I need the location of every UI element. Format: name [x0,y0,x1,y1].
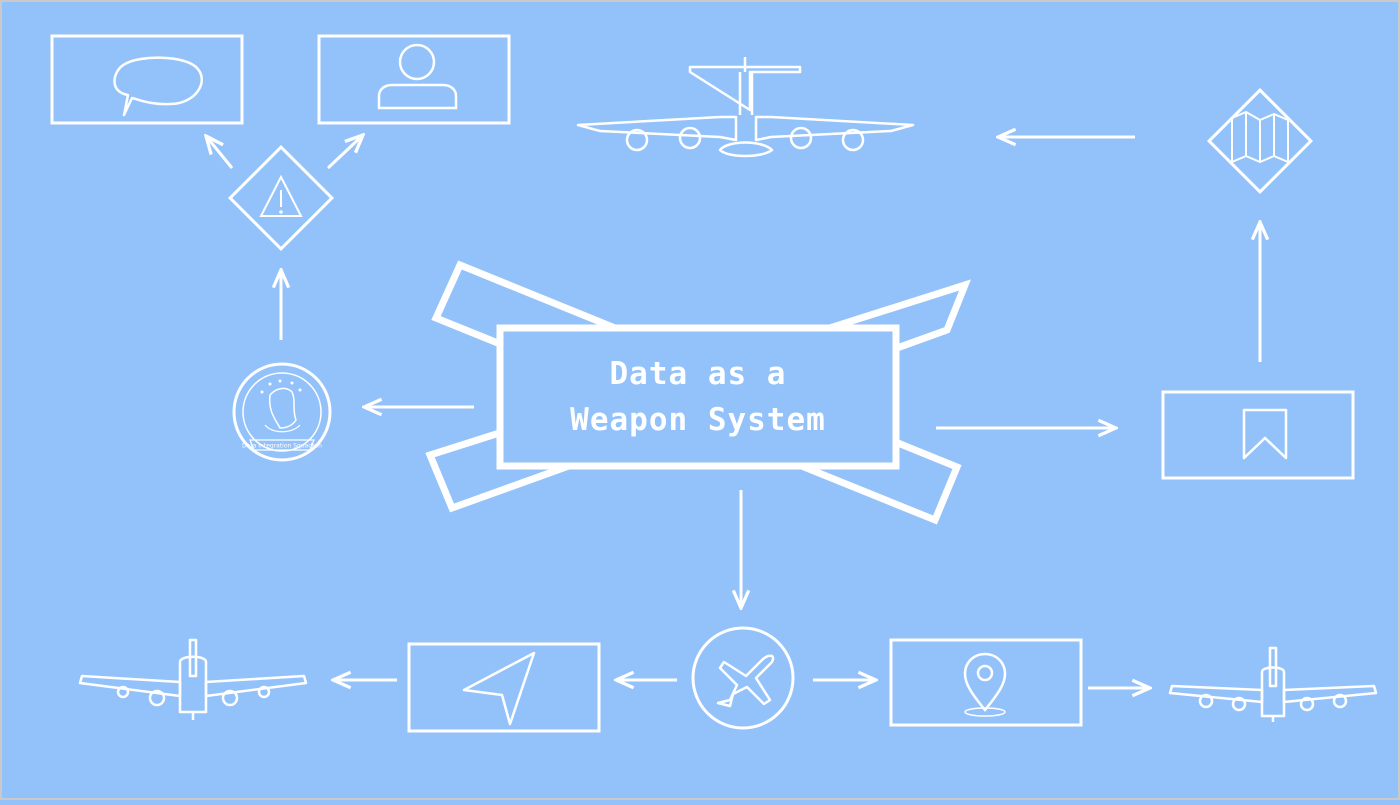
chat-box [50,34,244,125]
map-diamond [1206,87,1314,195]
airliner-icon [78,638,308,720]
tanker-plane-icon [1168,646,1378,722]
title-line-2: Weapon System [570,402,826,438]
navigation-arrow-icon [462,651,536,726]
bookmark-box [1161,390,1355,480]
warning-diamond [227,144,335,252]
cargo-plane-icon [576,57,915,158]
airplane-circle [691,626,795,730]
squadron-seal-icon: Data Integration Squadron [232,362,332,462]
chat-bubble-icon [113,56,203,117]
bookmark-icon [1242,408,1288,460]
user-icon [377,43,458,110]
center-banner [425,260,972,525]
arrow-to-chat [206,136,234,169]
map-icon [1231,111,1289,163]
location-box [889,638,1083,727]
title-line-1: Data as a [609,356,787,392]
center-title: Data as a Weapon System [500,328,896,466]
warning-icon [259,174,303,217]
title-box [496,324,900,470]
arrow-to-user [326,135,363,170]
airplane-icon [716,654,775,708]
user-box [317,34,511,125]
navigation-box [407,642,601,733]
seal-label: Data Integration Squadron [242,443,322,450]
location-pin-icon [963,652,1007,717]
